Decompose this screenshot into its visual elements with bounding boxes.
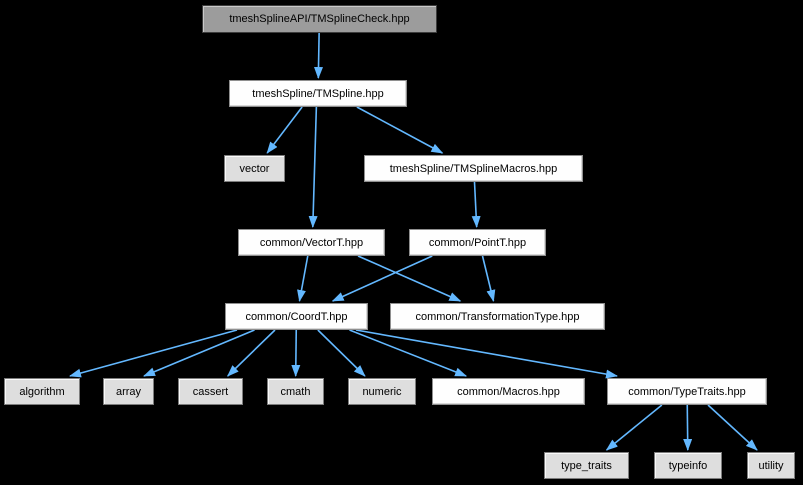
graph-node-transformationtype[interactable]: common/TransformationType.hpp	[390, 303, 605, 330]
graph-node-vectort[interactable]: common/VectorT.hpp	[238, 229, 385, 256]
graph-node-vector: vector	[224, 155, 285, 182]
graph-node-utility: utility	[747, 452, 795, 479]
graph-node-typeinfo: typeinfo	[654, 452, 722, 479]
graph-node-tmsplinecheck: tmeshSplineAPI/TMSplineCheck.hpp	[202, 5, 437, 33]
graph-node-tmsplinemacros[interactable]: tmeshSpline/TMSplineMacros.hpp	[364, 155, 583, 182]
graph-node-typetraits[interactable]: common/TypeTraits.hpp	[607, 378, 767, 405]
graph-node-macros[interactable]: common/Macros.hpp	[432, 378, 585, 405]
graph-node-type_traits: type_traits	[544, 452, 629, 479]
graph-node-label: cassert	[192, 385, 229, 398]
edge-pointt-to-coordt	[331, 255, 433, 302]
graph-node-label: common/Macros.hpp	[457, 385, 560, 398]
graph-node-label: common/VectorT.hpp	[259, 236, 364, 249]
graph-node-pointt[interactable]: common/PointT.hpp	[409, 229, 546, 256]
edge-tmspline-to-vectort	[308, 106, 318, 228]
edge-typetraits-to-typeinfo	[683, 404, 693, 451]
edge-coordt-to-cmath	[291, 329, 301, 377]
edge-tmspline-to-tmsplinemacros	[356, 106, 444, 154]
graph-node-label: vector	[239, 162, 270, 175]
edge-vectort-to-transformationtype	[357, 255, 462, 302]
edge-coordt-to-numeric	[317, 329, 366, 377]
graph-node-label: type_traits	[561, 459, 612, 472]
graph-node-tmspline[interactable]: tmeshSpline/TMSpline.hpp	[229, 80, 407, 107]
graph-node-label: common/PointT.hpp	[428, 236, 527, 249]
edge-typetraits-to-utility	[707, 404, 758, 451]
graph-node-label: common/TransformationType.hpp	[415, 310, 580, 323]
edge-coordt-to-typetraits	[355, 329, 618, 379]
graph-node-array: array	[103, 378, 154, 405]
graph-node-label: typeinfo	[668, 459, 708, 472]
graph-node-label: algorithm	[19, 385, 65, 398]
edge-typetraits-to-type_traits	[605, 404, 663, 451]
graph-node-label: numeric	[362, 385, 402, 398]
edge-coordt-to-cassert	[226, 329, 276, 377]
graph-node-label: common/CoordT.hpp	[245, 310, 348, 323]
graph-node-label: utility	[758, 459, 784, 472]
edge-pointt-to-transformationtype	[481, 255, 496, 302]
dependency-arrows	[69, 32, 758, 451]
edge-tmsplinemacros-to-pointt	[471, 181, 481, 228]
graph-node-label: common/TypeTraits.hpp	[628, 385, 746, 398]
edge-vectort-to-coordt	[297, 255, 309, 302]
graph-node-coordt[interactable]: common/CoordT.hpp	[225, 303, 368, 330]
graph-node-label: tmeshSplineAPI/TMSplineCheck.hpp	[229, 13, 410, 25]
graph-node-label: tmeshSpline/TMSpline.hpp	[252, 87, 384, 100]
edge-coordt-to-algorithm	[69, 329, 238, 378]
graph-node-numeric: numeric	[348, 378, 416, 405]
edge-tmsplinecheck-to-tmspline	[314, 32, 324, 79]
edge-coordt-to-array	[143, 329, 255, 377]
graph-node-cassert: cassert	[178, 378, 243, 405]
graph-node-algorithm: algorithm	[4, 378, 80, 405]
edge-tmspline-to-vector	[266, 106, 303, 154]
graph-node-cmath: cmath	[267, 378, 324, 405]
graph-node-label: tmeshSpline/TMSplineMacros.hpp	[389, 162, 558, 175]
edge-coordt-to-macros	[349, 329, 468, 377]
graph-node-label: array	[115, 385, 142, 398]
graph-node-label: cmath	[280, 385, 311, 398]
